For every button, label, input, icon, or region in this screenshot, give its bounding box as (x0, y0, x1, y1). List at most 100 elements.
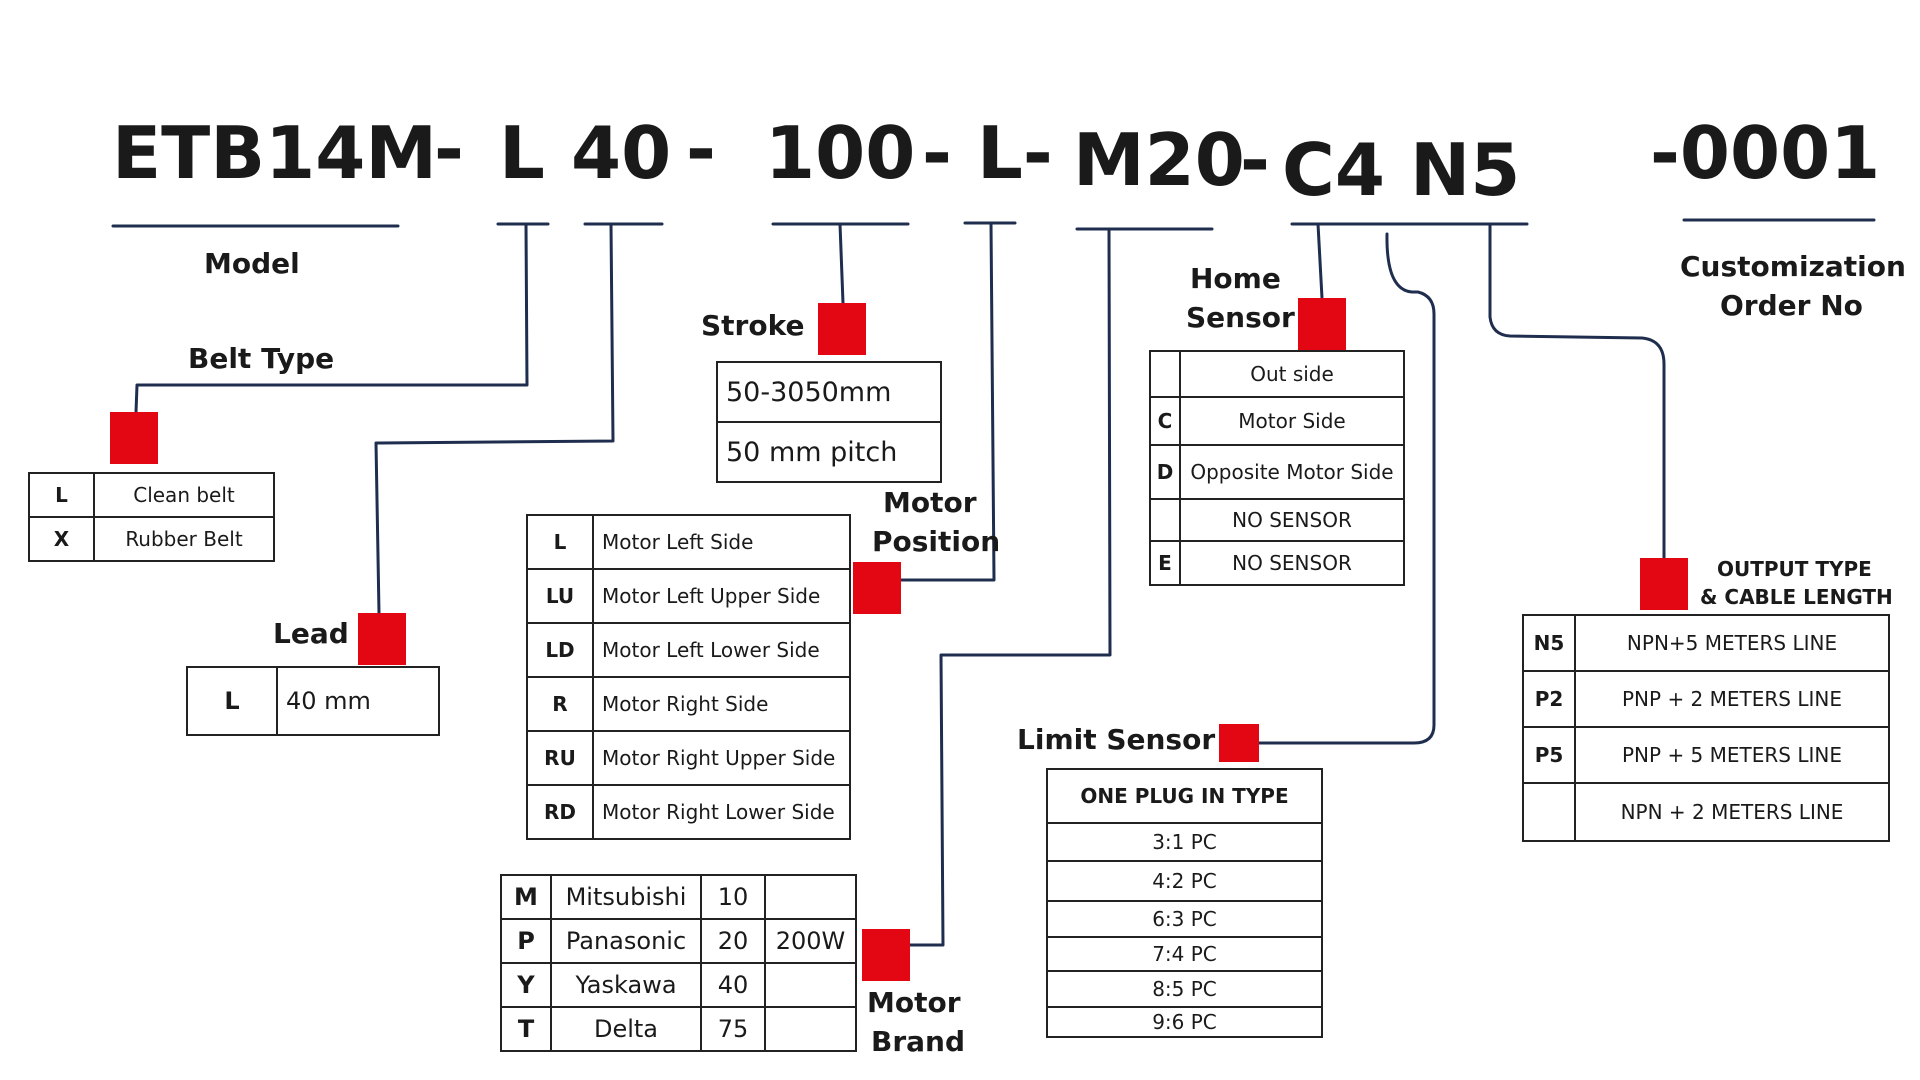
motor-brand-code: Y (500, 962, 552, 1008)
label-motor-brand-2: Brand (871, 1025, 966, 1058)
code-belt: L (499, 111, 545, 195)
label-output-type-1: OUTPUT TYPE (1717, 557, 1872, 581)
label-home-sensor-2: Sensor (1186, 301, 1295, 334)
code-dash: - (686, 107, 716, 191)
belt-type-table: L Clean belt X Rubber Belt (28, 472, 275, 562)
label-lead: Lead (273, 617, 349, 650)
output-type-code: P2 (1522, 670, 1576, 728)
table-row: 50 mm pitch (716, 421, 942, 483)
output-type-label: PNP + 5 METERS LINE (1574, 726, 1890, 784)
motor-brand-code: M (500, 874, 552, 920)
table-row: 50-3050mm (716, 361, 942, 423)
home-sensor-code (1149, 350, 1181, 398)
connector-motor-brand (908, 227, 1112, 947)
code-motor-position: - L- (922, 111, 1053, 195)
output-type-label: NPN + 2 METERS LINE (1574, 782, 1890, 842)
table-row: Out side (1149, 350, 1405, 398)
label-customization-1: Customization (1680, 250, 1906, 283)
belt-type-code: X (28, 516, 95, 562)
limit-sensor-option: 4:2 PC (1046, 860, 1323, 902)
code-motor-brand: M20 (1073, 118, 1245, 202)
label-motor-position-1: Motor (883, 486, 977, 519)
table-row: 7:4 PC (1046, 936, 1323, 972)
table-row: 4:2 PC (1046, 860, 1323, 902)
marker-lead (358, 613, 406, 665)
code-sensor: C4 N5 (1282, 128, 1521, 212)
table-row: M Mitsubishi 10 (500, 874, 857, 920)
motor-position-label: Motor Right Side (592, 676, 851, 732)
table-row: 3:1 PC (1046, 822, 1323, 862)
table-row: L 40 mm (186, 666, 440, 736)
home-sensor-label: NO SENSOR (1179, 498, 1405, 542)
marker-motor-position (853, 562, 901, 614)
home-sensor-label: NO SENSOR (1179, 540, 1405, 586)
code-lead: 40 (571, 111, 672, 195)
connector-motor-position (899, 221, 996, 582)
lead-label: 40 mm (276, 666, 440, 736)
motor-position-label: Motor Left Upper Side (592, 568, 851, 624)
connector-belt-type (134, 222, 529, 414)
table-row: 6:3 PC (1046, 900, 1323, 938)
home-sensor-code (1149, 498, 1181, 542)
connector-stroke (838, 222, 845, 305)
motor-position-label: Motor Right Upper Side (592, 730, 851, 786)
belt-type-label: Clean belt (93, 472, 275, 518)
label-model: Model (204, 247, 300, 280)
table-row: NO SENSOR (1149, 498, 1405, 542)
motor-brand-name: Delta (550, 1006, 702, 1052)
table-row: NPN + 2 METERS LINE (1522, 782, 1890, 842)
marker-motor-brand (862, 929, 910, 981)
code-dash: - (1240, 118, 1270, 202)
motor-brand-size: 10 (700, 874, 766, 920)
motor-brand-power (764, 962, 857, 1008)
motor-brand-code: P (500, 918, 552, 964)
home-sensor-label: Motor Side (1179, 396, 1405, 446)
home-sensor-label: Opposite Motor Side (1179, 444, 1405, 500)
motor-brand-power (764, 874, 857, 920)
code-order-no: -0001 (1650, 111, 1881, 195)
marker-stroke (818, 303, 866, 355)
motor-brand-name: Mitsubishi (550, 874, 702, 920)
limit-sensor-option: 9:6 PC (1046, 1006, 1323, 1038)
label-motor-brand-1: Motor (867, 986, 961, 1019)
connector-home-sensor (1316, 222, 1324, 300)
motor-position-code: L (526, 514, 594, 570)
motor-position-code: LU (526, 568, 594, 624)
home-sensor-code: E (1149, 540, 1181, 586)
label-customization-2: Order No (1720, 289, 1863, 322)
code-model: ETB14M (112, 111, 438, 195)
motor-position-code: LD (526, 622, 594, 678)
output-type-code: N5 (1522, 614, 1576, 672)
motor-brand-name: Yaskawa (550, 962, 702, 1008)
stroke-pitch: 50 mm pitch (716, 421, 942, 483)
limit-sensor-option: 7:4 PC (1046, 936, 1323, 972)
stroke-table: 50-3050mm 50 mm pitch (716, 361, 942, 483)
limit-sensor-header: ONE PLUG IN TYPE (1046, 768, 1323, 824)
output-type-label: NPN+5 METERS LINE (1574, 614, 1890, 672)
table-row: Y Yaskawa 40 (500, 962, 857, 1008)
limit-sensor-table: ONE PLUG IN TYPE 3:1 PC 4:2 PC 6:3 PC 7:… (1046, 768, 1323, 1038)
motor-position-label: Motor Right Lower Side (592, 784, 851, 840)
table-row: 9:6 PC (1046, 1006, 1323, 1038)
marker-limit-sensor (1219, 724, 1259, 762)
motor-position-code: RD (526, 784, 594, 840)
motor-brand-code: T (500, 1006, 552, 1052)
connector-limit-sensor (1257, 232, 1436, 745)
limit-sensor-option: 6:3 PC (1046, 900, 1323, 938)
motor-position-code: RU (526, 730, 594, 786)
home-sensor-label: Out side (1179, 350, 1405, 398)
label-limit-sensor: Limit Sensor (1017, 723, 1216, 756)
motor-brand-size: 75 (700, 1006, 766, 1052)
